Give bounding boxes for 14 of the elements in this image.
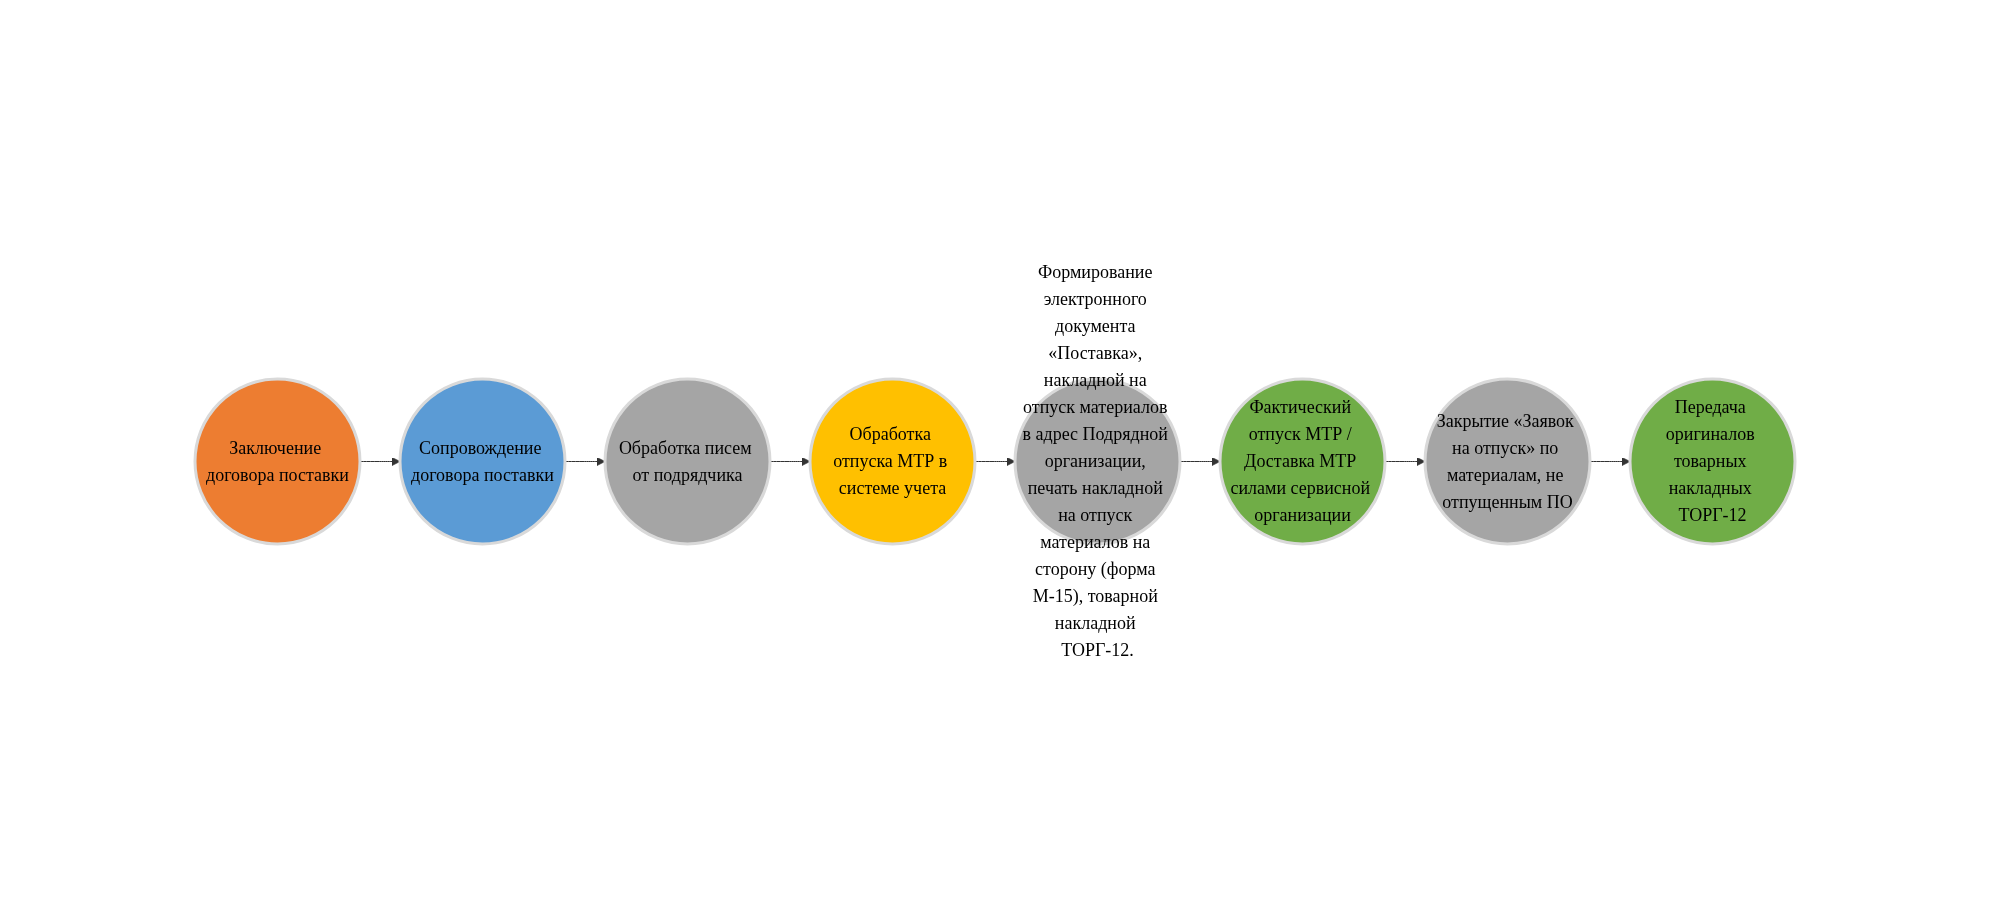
- node-circle: Передача оригиналов товарных накладных ТОРГ-12: [1628, 377, 1796, 545]
- arrow: [974, 456, 1015, 466]
- arrow: [564, 456, 605, 466]
- arrow: [769, 456, 810, 466]
- node-circle: Закрытие «Заявок на отпуск» по материалам, не отпущенным ПО: [1423, 377, 1591, 545]
- node-circle: Сопровождение договора поставки: [398, 377, 566, 545]
- node-circle: Фактический отпуск МТР / Доставка МТР силами сервисной организации: [1218, 377, 1386, 545]
- arrow: [1384, 456, 1425, 466]
- node-circle: Обработка писем от подрядчика: [603, 377, 771, 545]
- node-circle: Заключение договора поставки: [193, 377, 361, 545]
- arrow: [1179, 456, 1220, 466]
- arrow: [359, 456, 400, 466]
- arrow: [1589, 456, 1630, 466]
- node-circle: Обработка отпуска МТР в системе учета: [808, 377, 976, 545]
